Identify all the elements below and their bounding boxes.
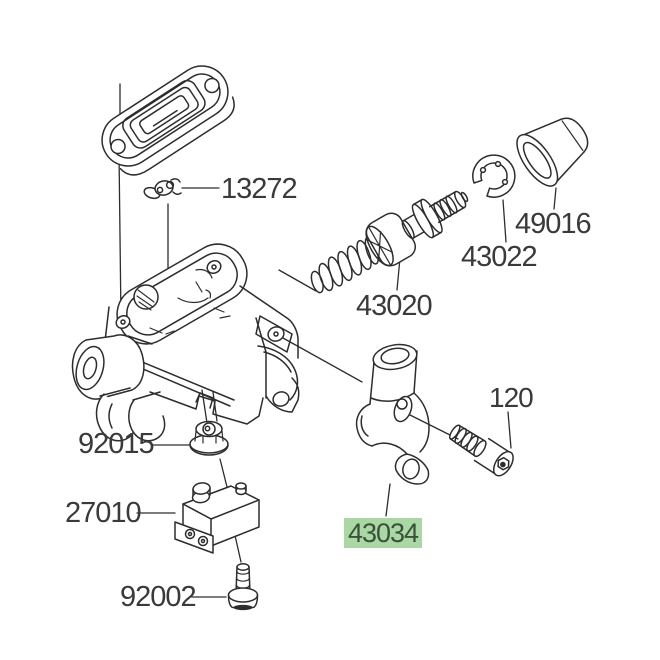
boot-drawing	[516, 117, 589, 187]
retainer-clip-drawing	[143, 178, 182, 200]
socket-bolt-drawing	[448, 424, 514, 477]
reservoir-cap-drawing	[101, 65, 235, 176]
part-label-13272[interactable]: 13272	[221, 173, 298, 205]
screw-drawing	[227, 563, 259, 611]
part-label-49016[interactable]: 49016	[515, 208, 592, 240]
piston-assembly-drawing	[310, 190, 469, 294]
part-label-43034[interactable]: 43034	[344, 518, 422, 548]
flange-nut-drawing	[189, 420, 229, 456]
part-label-43022[interactable]: 43022	[461, 241, 538, 273]
part-label-27010[interactable]: 27010	[65, 497, 142, 529]
brake-switch-drawing	[174, 482, 260, 554]
part-label-43020[interactable]: 43020	[356, 290, 433, 322]
part-label-92002[interactable]: 92002	[120, 581, 197, 613]
master-cylinder-body-drawing	[71, 243, 300, 442]
circlip-drawing	[472, 154, 516, 198]
leader-lines	[118, 83, 557, 598]
lever-holder-drawing	[355, 343, 430, 485]
part-label-92015[interactable]: 92015	[78, 428, 155, 460]
part-label-120[interactable]: 120	[489, 382, 534, 413]
